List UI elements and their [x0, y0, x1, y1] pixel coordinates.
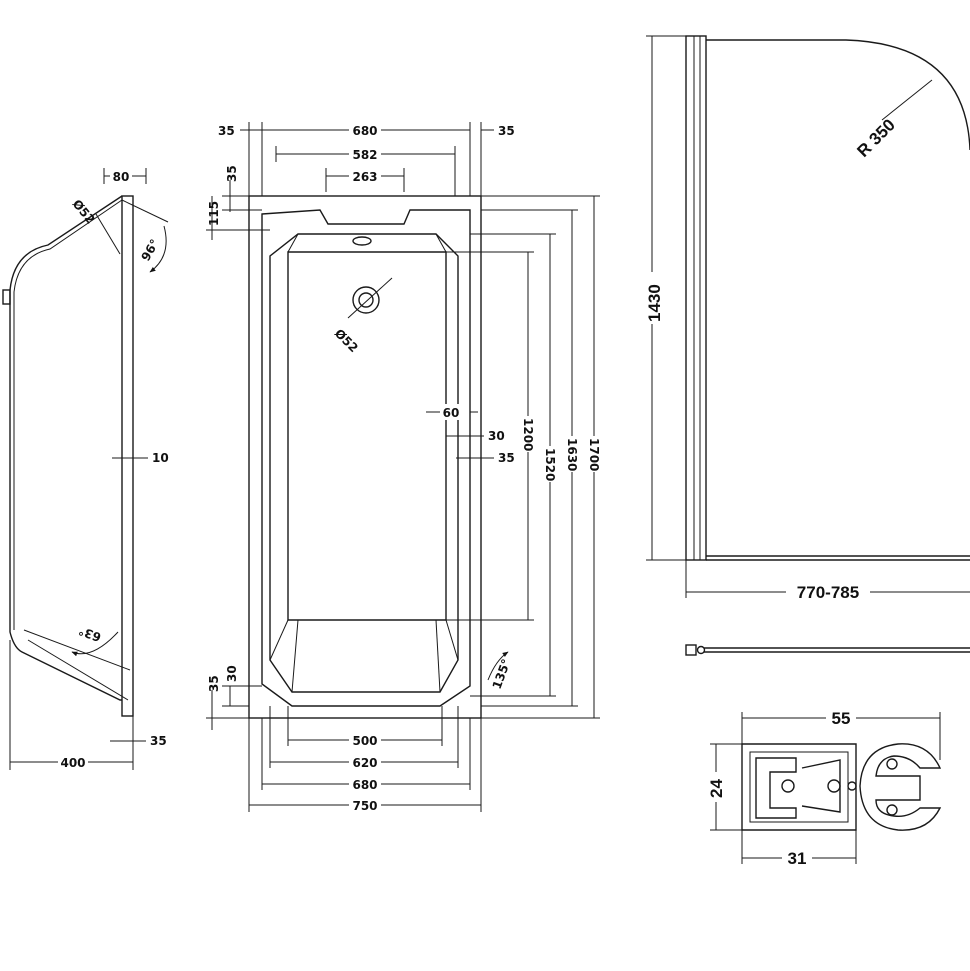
dim-side-depth: 400: [60, 756, 85, 770]
dim-screen-width-range: 770-785: [797, 583, 859, 602]
side-wall-panel: [121, 195, 134, 717]
dim-screen-radius: R 350: [853, 115, 899, 161]
dim-plan-waste-diameter: Ø52: [332, 326, 361, 355]
dim-plan-floor-width: 500: [352, 734, 377, 748]
screen-hinge-profile: [685, 35, 707, 561]
dim-plan-bottom-offset-35: 35: [207, 675, 221, 692]
dim-profile-height: 24: [707, 779, 726, 798]
dim-plan-side-35: 35: [498, 451, 515, 465]
dim-plan-bottom-offset-30: 30: [225, 665, 239, 682]
dim-plan-headrest-gap: 263: [352, 170, 377, 184]
dim-plan-top-offset-115: 115: [207, 201, 221, 226]
screen-view: R 350 1430 770-785: [644, 35, 970, 656]
dim-plan-rim-length: 1630: [565, 438, 579, 471]
plan-waste-inner: [358, 292, 374, 308]
dim-plan-width-620: 620: [352, 756, 377, 770]
dim-side-bottom-angle: 63°: [77, 623, 103, 644]
dim-plan-overall-length: 1700: [587, 438, 601, 471]
dim-side-waste-diameter: Ø52: [70, 197, 98, 227]
dim-profile-width: 55: [832, 709, 851, 728]
screen-plan-hinge: [685, 644, 697, 656]
profile-view: 55 24 31: [706, 708, 942, 868]
dim-plan-side-60: 60: [443, 406, 460, 420]
dim-plan-outer-width: 750: [352, 799, 377, 813]
dim-side-top-width: 80: [113, 170, 130, 184]
dim-plan-rim-right: 35: [498, 124, 515, 138]
plan-overflow: [352, 236, 372, 246]
dim-plan-corner-angle: 135°: [490, 657, 514, 691]
profile-channel-outline: [741, 743, 857, 831]
plan-outer-rim: [248, 195, 482, 719]
dim-side-top-angle: 96°: [138, 237, 161, 264]
dim-plan-side-30: 30: [488, 429, 505, 443]
dim-plan-inner-top-width: 582: [352, 148, 377, 162]
dim-profile-base-width: 31: [788, 849, 807, 868]
dim-plan-top-offset-35: 35: [225, 165, 239, 182]
side-profile-inner: [13, 199, 123, 630]
plan-waste-outer: [352, 286, 380, 314]
dim-plan-top-rim-width: 680: [352, 124, 377, 138]
dim-side-wall-thickness: 10: [152, 451, 169, 465]
dim-plan-floor-length: 1200: [521, 418, 535, 451]
profile-clamp: [859, 743, 942, 831]
plan-view: Ø52 680 35 35 582 263 35 115: [206, 122, 602, 813]
dim-screen-height: 1430: [645, 284, 664, 322]
side-profile-outline: [9, 195, 123, 701]
side-view: 80 Ø52 96° 10 63° 35 400: [2, 168, 169, 770]
dim-plan-rim-left: 35: [218, 124, 235, 138]
side-overflow-stub: [2, 289, 11, 305]
screen-glass-outline: [706, 39, 970, 151]
dim-plan-inner-length: 1520: [543, 448, 557, 481]
plan-rim-inner: [261, 209, 471, 707]
dim-side-base-offset: 35: [150, 734, 167, 748]
dim-plan-width-680: 680: [352, 778, 377, 792]
